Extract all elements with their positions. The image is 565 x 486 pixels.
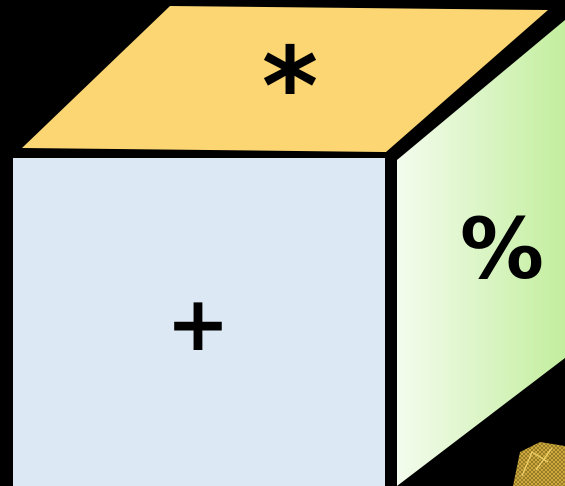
top-face-symbol: * (262, 25, 318, 150)
front-face-symbol: + (166, 279, 230, 368)
side-face-symbol: % (460, 200, 544, 298)
